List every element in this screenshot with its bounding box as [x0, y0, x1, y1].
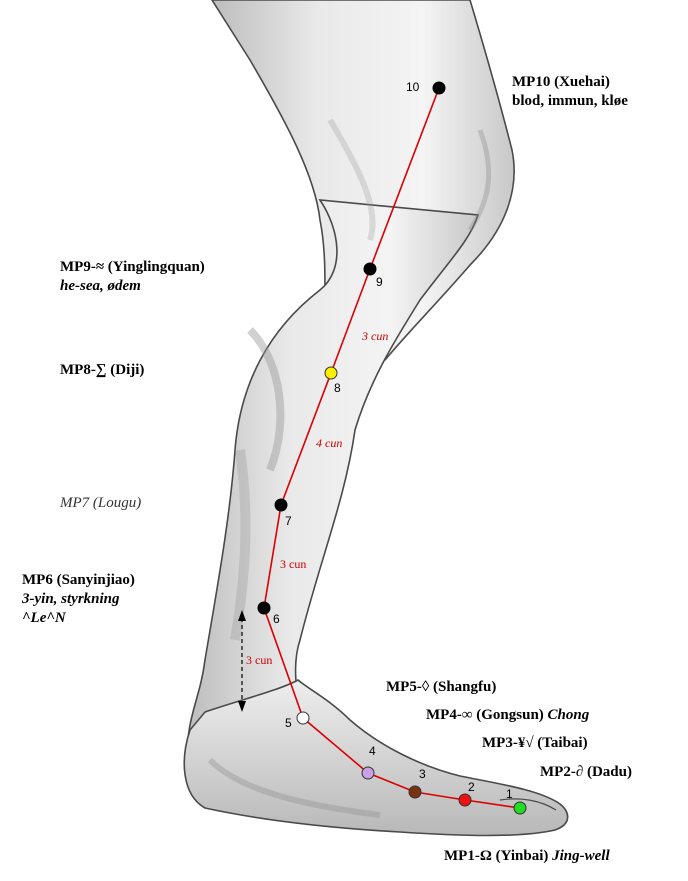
label-mp10-desc: blod, immun, kløe [512, 93, 628, 109]
label-mp3-title: MP3-¥√ (Taibai) [482, 735, 588, 751]
label-mp4: MP4-∞ (Gongsun) Chong [426, 706, 589, 725]
label-mp1: MP1-Ω (Yinbai) Jing-well [444, 847, 610, 866]
label-mp10-title: MP10 (Xuehai) [512, 74, 610, 90]
distance-mp9-mp8: 3 cun [362, 329, 389, 343]
label-mp6-title: MP6 (Sanyinjiao) [22, 572, 135, 588]
point-mp8 [324, 366, 338, 380]
point-mp1 [513, 801, 527, 815]
foot-shape [183, 679, 569, 837]
number-mp4: 4 [369, 744, 376, 758]
label-mp5-title: MP5-◊ (Shangfu) [386, 679, 497, 695]
label-mp7: MP7 (Lougu) [60, 494, 141, 513]
number-mp3: 3 [419, 767, 426, 781]
label-mp9-desc: he-sea, ødem [60, 278, 141, 294]
distance-arrow [238, 610, 246, 712]
number-mp1: 1 [506, 787, 513, 801]
point-mp9 [363, 262, 377, 276]
point-mp5 [296, 711, 310, 725]
number-mp5: 5 [285, 716, 292, 730]
label-mp4-title: MP4-∞ (Gongsun) [426, 707, 544, 723]
number-mp8: 8 [334, 381, 341, 395]
label-mp1-extra: Jing-well [552, 848, 610, 864]
number-mp9: 9 [376, 275, 383, 289]
label-mp9-title: MP9-≈ (Yinglingquan) [60, 259, 205, 275]
label-mp2-title: MP2-∂ (Dadu) [540, 764, 632, 780]
point-mp3 [408, 785, 422, 799]
label-mp8-title: MP8-∑ (Diji) [60, 362, 145, 378]
label-mp4-extra: Chong [547, 707, 590, 723]
label-mp6-desc2: ^Le^N [22, 610, 66, 626]
point-mp10 [432, 81, 446, 95]
label-mp9: MP9-≈ (Yinglingquan) he-sea, ødem [60, 258, 205, 296]
number-mp6: 6 [273, 612, 280, 626]
number-mp2: 2 [468, 780, 475, 794]
label-mp8: MP8-∑ (Diji) [60, 361, 144, 380]
point-mp7 [274, 498, 288, 512]
label-mp6-desc: 3-yin, styrkning [22, 591, 120, 607]
distance-mp6-down: 3 cun [246, 653, 273, 667]
label-mp6: MP6 (Sanyinjiao) 3-yin, styrkning ^Le^N [22, 571, 135, 628]
spleen-meridian-line [263, 87, 521, 809]
number-mp7: 7 [285, 514, 292, 528]
label-mp3: MP3-¥√ (Taibai) [482, 734, 588, 753]
distance-mp7-mp6: 3 cun [280, 557, 307, 571]
point-mp6 [257, 601, 271, 615]
distance-mp8-mp7: 4 cun [316, 436, 343, 450]
number-mp10: 10 [406, 80, 420, 94]
label-mp5: MP5-◊ (Shangfu) [386, 678, 496, 697]
label-mp2: MP2-∂ (Dadu) [540, 763, 632, 782]
point-mp4 [361, 766, 375, 780]
label-mp10: MP10 (Xuehai) blod, immun, kløe [512, 73, 628, 111]
label-mp1-title: MP1-Ω (Yinbai) [444, 848, 549, 864]
point-mp2 [458, 793, 472, 807]
label-mp7-title: MP7 (Lougu) [60, 495, 142, 511]
